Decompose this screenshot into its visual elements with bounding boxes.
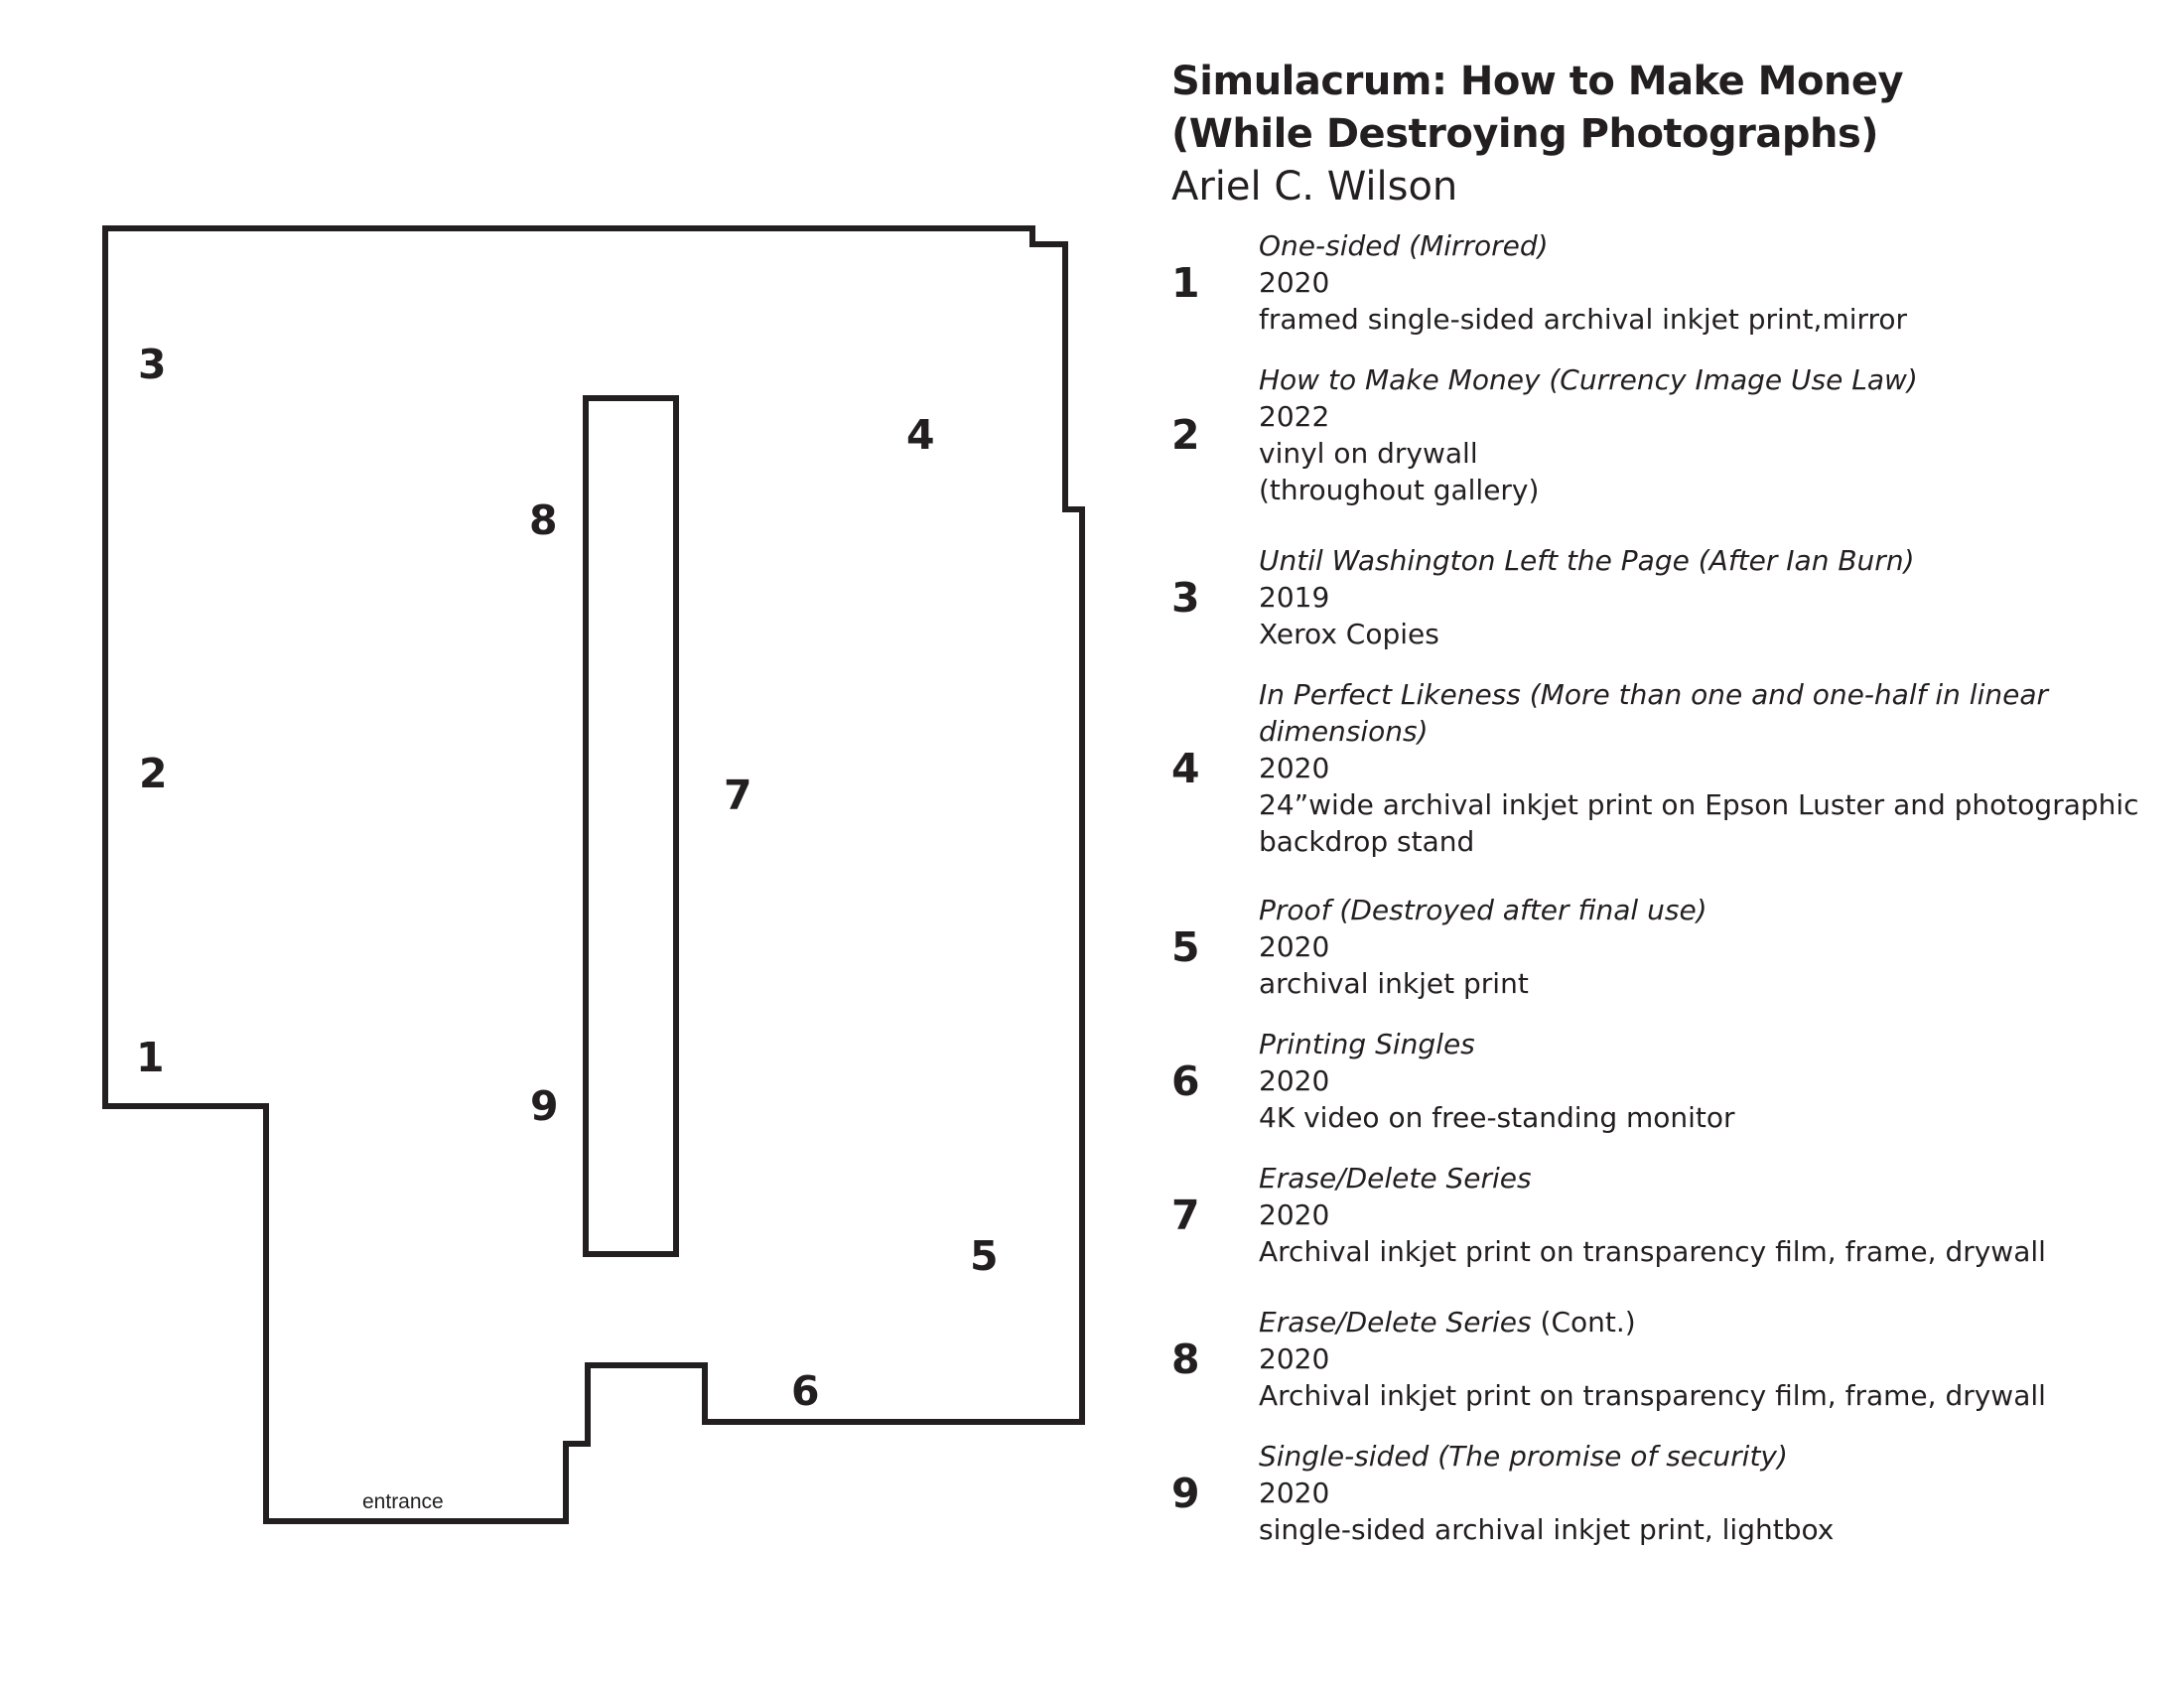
artwork-year: 2020 (1259, 1198, 1330, 1231)
artwork-title-text: Erase/Delete Series (1259, 1162, 1532, 1195)
artwork-number: 3 (1171, 573, 1200, 622)
floorplan-marker-9: 9 (530, 1082, 559, 1130)
artwork-title: Proof (Destroyed after final use) (1259, 892, 2164, 928)
artwork-title-text: Single-sided (The promise of security) (1259, 1440, 1788, 1473)
artwork-medium: Archival inkjet print on transparency fi… (1259, 1379, 2046, 1412)
artwork-number: 8 (1171, 1335, 1200, 1383)
artwork-number: 9 (1171, 1469, 1200, 1517)
artwork-title-text: Printing Singles (1259, 1028, 1475, 1060)
exhibition-title-line-1: Simulacrum: How to Make Money (1171, 59, 1904, 104)
artwork-medium: Xerox Copies (1259, 618, 1439, 650)
artwork-number: 4 (1171, 744, 1200, 792)
artwork-title-text: How to Make Money (Currency Image Use La… (1259, 363, 1918, 396)
artwork-title: One-sided (Mirrored) (1259, 227, 2164, 264)
artwork-details: Proof (Destroyed after final use) 2020 arc… (1259, 892, 2164, 1002)
artwork-medium: (throughout gallery) (1259, 474, 1540, 506)
artwork-year: 2020 (1259, 930, 1330, 963)
artwork-entry: 1 One-sided (Mirrored) 2020 framed single-s… (1171, 227, 2164, 338)
artwork-details: Until Washington Left the Page (After Ia… (1259, 542, 2164, 652)
gallery-floorplan: 1 2 3 4 5 6 7 8 9 entrance (102, 225, 1085, 1524)
artwork-entry: 6 Printing Singles 2020 4K video on free-st… (1171, 1026, 2164, 1136)
artwork-medium: Archival inkjet print on transparency fi… (1259, 1235, 2046, 1268)
artwork-title-suffix: (Cont.) (1531, 1306, 1636, 1338)
floorplan-marker-3: 3 (138, 341, 167, 388)
floorplan-marker-6: 6 (791, 1367, 820, 1415)
floorplan-marker-5: 5 (970, 1232, 999, 1280)
artwork-title-text: Proof (Destroyed after final use) (1259, 894, 1707, 926)
artist-name: Ariel C. Wilson (1171, 164, 1458, 210)
artwork-list: 1 One-sided (Mirrored) 2020 framed single-s… (1171, 227, 2164, 1548)
artwork-number: 2 (1171, 411, 1200, 459)
exhibition-title-line-2: (While Destroying Photographs) (1171, 111, 1879, 157)
floorplan-marker-4: 4 (906, 411, 935, 459)
artwork-entry: 5 Proof (Destroyed after final use) 2020 ar… (1171, 892, 2164, 1002)
artwork-title-text: In Perfect Likeness (More than one and o… (1259, 678, 2048, 748)
artwork-year: 2020 (1259, 1064, 1330, 1097)
artwork-medium: vinyl on drywall (1259, 437, 1478, 470)
entrance-label: entrance (362, 1490, 444, 1513)
gallery-outer-wall (102, 225, 1085, 1524)
artwork-year: 2020 (1259, 1342, 1330, 1375)
artwork-year: 2020 (1259, 752, 1330, 784)
artwork-number: 6 (1171, 1056, 1200, 1105)
floorplan-marker-7: 7 (724, 772, 752, 819)
artwork-entry: 2 How to Make Money (Currency Image Use L… (1171, 361, 2164, 508)
artwork-number: 7 (1171, 1191, 1200, 1239)
artwork-medium: 4K video on free-standing monitor (1259, 1101, 1735, 1134)
artwork-title: How to Make Money (Currency Image Use La… (1259, 361, 2164, 398)
artwork-title: Until Washington Left the Page (After Ia… (1259, 542, 2164, 579)
center-partition-wall (583, 395, 679, 1257)
artwork-details: Single-sided (The promise of security) 20… (1259, 1438, 2164, 1548)
artwork-title-text: One-sided (Mirrored) (1259, 229, 1549, 262)
artwork-details: One-sided (Mirrored) 2020 framed single-si… (1259, 227, 2164, 338)
floorplan-marker-2: 2 (139, 750, 168, 797)
artwork-entry: 4 In Perfect Likeness (More than one and … (1171, 676, 2164, 860)
exhibition-title: Simulacrum: How to Make Money (While Des… (1171, 56, 2164, 161)
artwork-details: In Perfect Likeness (More than one and o… (1259, 676, 2164, 860)
artwork-details: How to Make Money (Currency Image Use La… (1259, 361, 2164, 508)
artwork-title: Erase/Delete Series (Cont.) (1259, 1304, 2164, 1340)
artwork-year: 2020 (1259, 1477, 1330, 1509)
artwork-year: 2022 (1259, 400, 1330, 433)
artwork-legend: Simulacrum: How to Make Money (While Des… (1171, 56, 2164, 1548)
artwork-number: 1 (1171, 258, 1200, 307)
artwork-title: In Perfect Likeness (More than one and o… (1259, 676, 2164, 750)
artwork-medium: archival inkjet print (1259, 967, 1529, 1000)
artwork-medium: single-sided archival inkjet print, ligh… (1259, 1513, 1835, 1546)
artwork-title: Single-sided (The promise of security) (1259, 1438, 2164, 1475)
artwork-number: 5 (1171, 922, 1200, 971)
artwork-title-text: Erase/Delete Series (1259, 1306, 1532, 1338)
artwork-year: 2020 (1259, 266, 1330, 299)
artwork-title: Printing Singles (1259, 1026, 2164, 1062)
floorplan-marker-8: 8 (529, 496, 558, 544)
artwork-title-text: Until Washington Left the Page (After Ia… (1259, 544, 1915, 577)
artwork-entry: 3 Until Washington Left the Page (After I… (1171, 542, 2164, 652)
artwork-title: Erase/Delete Series (1259, 1160, 2164, 1196)
artwork-medium: 24”wide archival inkjet print on Epson L… (1259, 788, 2139, 858)
artwork-entry: 9 Single-sided (The promise of security) 2… (1171, 1438, 2164, 1548)
artwork-details: Printing Singles 2020 4K video on free-sta… (1259, 1026, 2164, 1136)
artwork-medium: framed single-sided archival inkjet prin… (1259, 303, 1908, 336)
floorplan-marker-1: 1 (136, 1034, 165, 1081)
artwork-year: 2019 (1259, 581, 1330, 614)
